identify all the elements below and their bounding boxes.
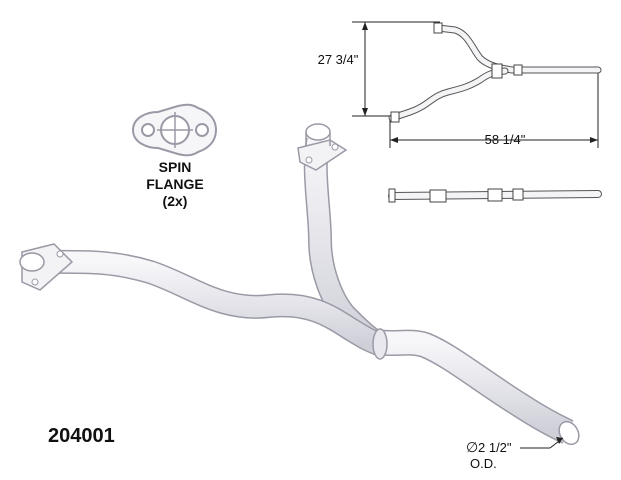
flange-label-line2: FLANGE	[146, 176, 204, 192]
diameter-callout	[520, 437, 564, 449]
height-dimension: 27 3/4"	[318, 52, 359, 67]
y-pipe-illustration	[19, 123, 580, 446]
diameter-value: 2 1/2"	[478, 440, 512, 455]
part-number: 204001	[48, 425, 115, 447]
flange-label-line3: (2x)	[163, 193, 188, 209]
side-view	[388, 188, 602, 203]
length-dimension: 58 1/4"	[485, 132, 526, 147]
diameter-note: O.D.	[470, 456, 497, 471]
dimension-view-top	[352, 21, 602, 148]
flange-label-line1: SPIN	[159, 159, 192, 175]
spin-flange-icon	[131, 103, 218, 157]
diameter-symbol: ∅	[466, 439, 478, 455]
